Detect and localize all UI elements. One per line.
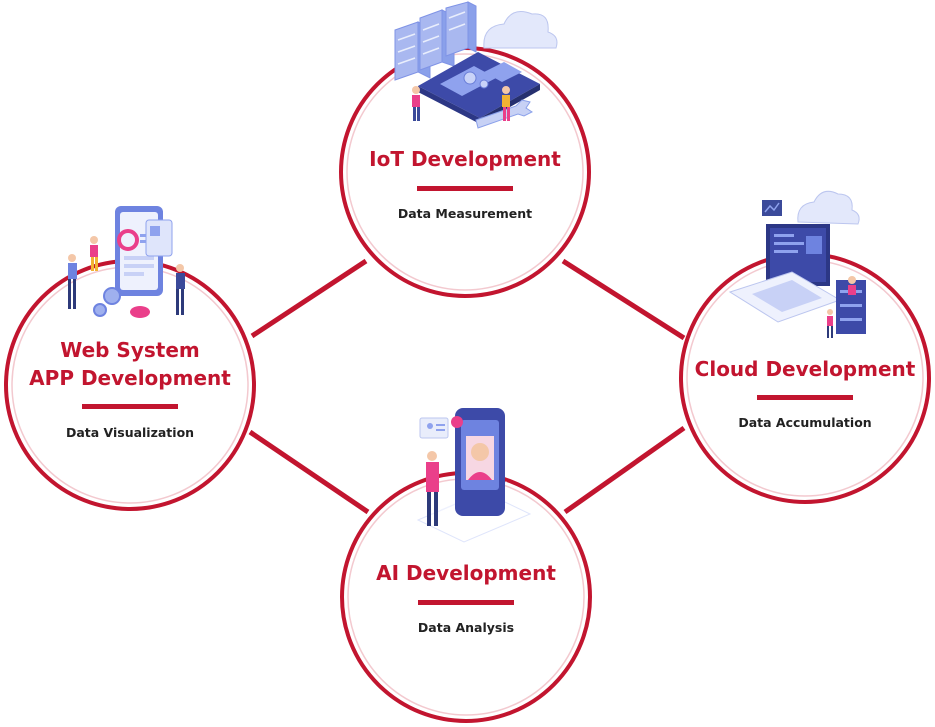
connector-ai-cloud	[563, 425, 686, 515]
cloud-title: Cloud Development	[695, 355, 916, 383]
server-cloud-gears-icon	[394, 1, 558, 129]
web-subtitle: Data Visualization	[65, 425, 195, 440]
iot-title: IoT Development	[369, 145, 561, 173]
ai-title-line-1: AI Development	[376, 561, 556, 585]
web-title-line-1: Web System	[60, 338, 200, 362]
face-recognition-phone-icon	[416, 408, 532, 543]
mobile-app-team-icon	[68, 206, 185, 318]
ai-title: AI Development	[376, 559, 556, 587]
cloud-subtitle: Data Accumulation	[738, 415, 872, 430]
web-title: Web System APP Development	[29, 336, 231, 392]
iot-underline	[417, 186, 513, 191]
iot-subtitle: Data Measurement	[397, 206, 533, 221]
ai-underline	[418, 600, 514, 605]
laptop-cloud-server-icon	[728, 190, 866, 338]
cloud-title-line-1: Cloud Development	[694, 357, 916, 381]
iot-title-line-1: IoT Development	[369, 147, 561, 171]
connector-iot-web	[250, 258, 368, 339]
cloud-underline	[757, 395, 853, 400]
connector-ai-web	[248, 429, 370, 515]
web-title-line-2: APP Development	[29, 366, 231, 390]
web-underline	[82, 404, 178, 409]
ai-subtitle: Data Analysis	[417, 620, 515, 635]
connector-iot-cloud	[561, 258, 686, 341]
